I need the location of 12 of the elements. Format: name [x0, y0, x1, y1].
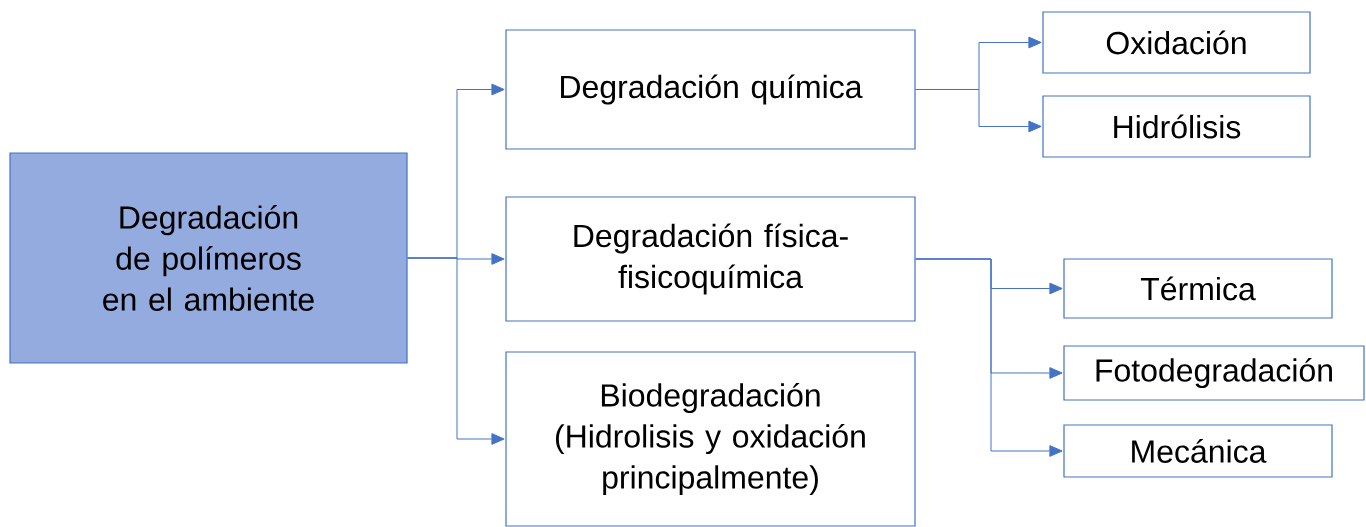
- process-box: Hidrólisis: [1042, 95, 1311, 158]
- process-box: Fotodegradación: [1063, 345, 1365, 401]
- arrow: [407, 257, 505, 445]
- root-box: Degradación de polímeros en el ambiente: [9, 152, 408, 364]
- process-box: Mecánica: [1063, 424, 1333, 478]
- process-box: Degradación física-fisicoquímica: [505, 196, 916, 322]
- arrow: [915, 89, 1042, 133]
- process-box: Degradación química: [505, 29, 916, 150]
- process-box: Biodegradación (Hidrolisis y oxidación principalmente): [505, 351, 916, 527]
- process-box: Térmica: [1063, 258, 1333, 319]
- process-box: Oxidación: [1042, 11, 1311, 74]
- arrow: [915, 258, 1063, 457]
